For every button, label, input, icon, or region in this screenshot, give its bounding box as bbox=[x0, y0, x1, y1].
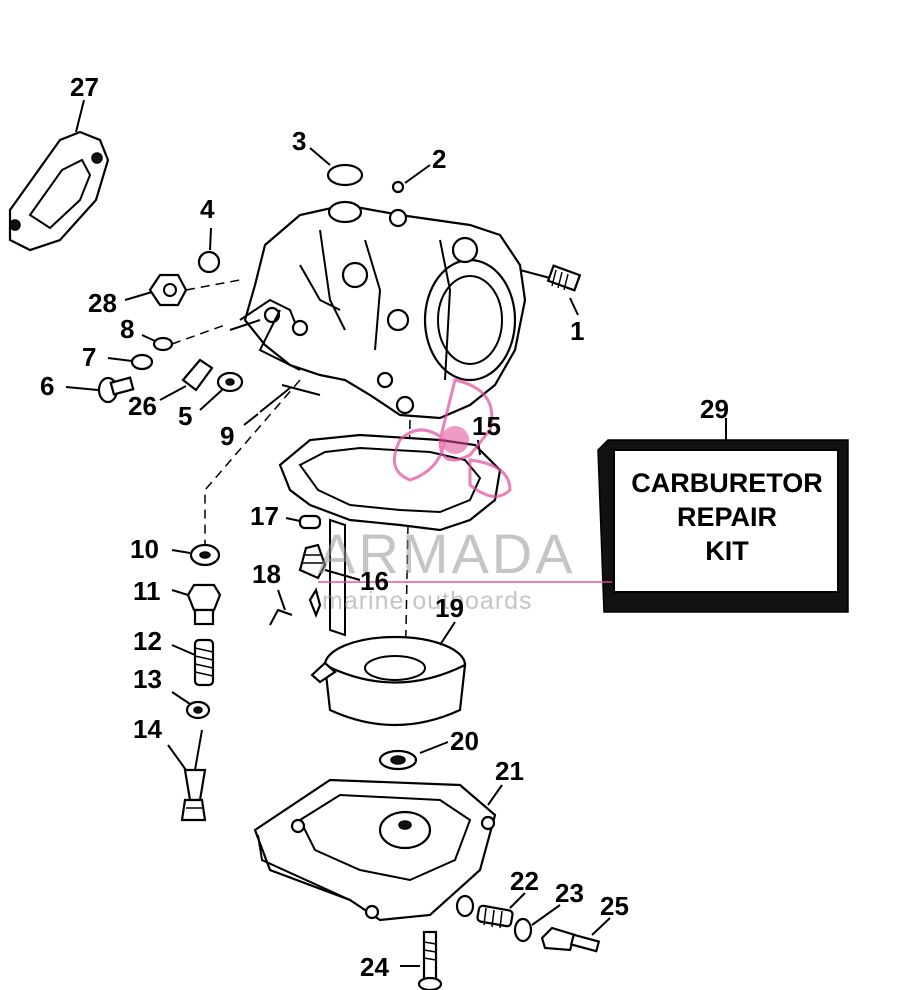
callout-6: 6 bbox=[40, 371, 54, 401]
callout-27: 27 bbox=[70, 72, 99, 102]
callout-24: 24 bbox=[360, 952, 389, 982]
callout-5: 5 bbox=[178, 401, 192, 431]
part-1-screw bbox=[519, 264, 582, 316]
part-19-float bbox=[310, 621, 467, 727]
part-22-spring bbox=[476, 892, 526, 929]
part-5-washer bbox=[199, 371, 244, 411]
kit-label-line2: REPAIR bbox=[677, 502, 777, 532]
part-18-pin bbox=[269, 589, 293, 626]
callout-4: 4 bbox=[200, 194, 215, 224]
callout-17: 17 bbox=[250, 501, 279, 531]
callout-19: 19 bbox=[435, 593, 464, 623]
callout-28: 28 bbox=[88, 288, 117, 318]
armada-watermark bbox=[318, 378, 612, 583]
callout-26: 26 bbox=[128, 391, 157, 421]
part-26-fitting bbox=[159, 358, 214, 401]
part-25-fitting bbox=[540, 917, 611, 953]
part-14-needle bbox=[167, 729, 207, 822]
part-8-washer bbox=[141, 324, 226, 352]
part-29-repair-kit-box bbox=[597, 418, 849, 613]
callout-18: 18 bbox=[252, 559, 281, 589]
kit-label-line1: CARBURETOR bbox=[631, 468, 823, 498]
watermark-brand: ARMADA bbox=[318, 522, 576, 585]
callout-1: 1 bbox=[570, 316, 584, 346]
callout-3: 3 bbox=[292, 126, 306, 156]
callout-14: 14 bbox=[133, 714, 162, 744]
callout-22: 22 bbox=[510, 866, 539, 896]
part-16-needle-valve bbox=[298, 518, 361, 637]
callout-11: 11 bbox=[133, 576, 161, 606]
part-2-ball bbox=[391, 164, 431, 194]
part-11-plug bbox=[171, 583, 222, 626]
carburetor-body bbox=[229, 200, 527, 420]
part-13-washer bbox=[171, 691, 211, 720]
part-27-gasket bbox=[8, 99, 110, 252]
kit-label-line3: KIT bbox=[705, 536, 749, 566]
part-10-washer bbox=[171, 543, 221, 567]
part-7-washer bbox=[107, 353, 154, 371]
part-23-washer bbox=[513, 904, 561, 943]
callout-21: 21 bbox=[495, 756, 524, 786]
callout-15: 15 bbox=[472, 411, 501, 441]
part-12-spring bbox=[171, 638, 215, 687]
part-9-pin bbox=[243, 387, 291, 426]
callout-25: 25 bbox=[600, 891, 629, 921]
part-24-screw bbox=[400, 930, 443, 990]
callout-23: 23 bbox=[555, 878, 584, 908]
part-28-nut bbox=[124, 273, 241, 307]
callout-16: 16 bbox=[360, 566, 389, 596]
part-21-float-bowl bbox=[253, 778, 503, 922]
callout-29: 29 bbox=[700, 394, 729, 424]
callout-12: 12 bbox=[133, 626, 162, 656]
callout-13: 13 bbox=[133, 664, 162, 694]
callout-7: 7 bbox=[82, 342, 96, 372]
callout-20: 20 bbox=[450, 726, 479, 756]
callout-9: 9 bbox=[220, 421, 234, 451]
callout-2: 2 bbox=[432, 144, 446, 174]
part-17-clip bbox=[285, 514, 322, 530]
callout-8: 8 bbox=[120, 314, 134, 344]
part-4-plug bbox=[197, 227, 221, 274]
part-3-plug bbox=[309, 147, 364, 187]
part-20-washer bbox=[378, 741, 449, 771]
part-6-screw bbox=[65, 376, 135, 404]
callout-10: 10 bbox=[130, 534, 159, 564]
watermark-tagline: marine outboards bbox=[322, 587, 533, 615]
